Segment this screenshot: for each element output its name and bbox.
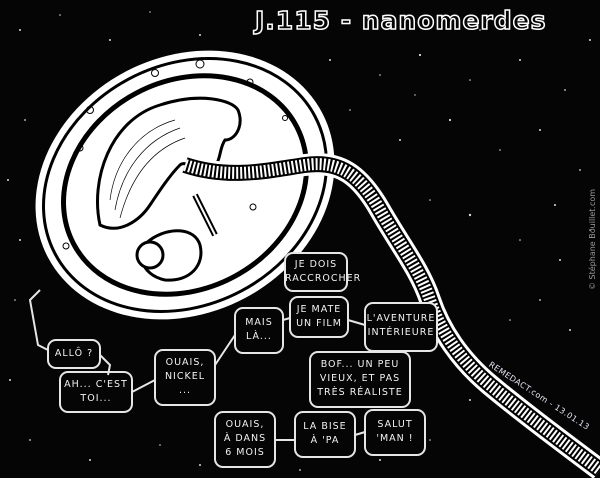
- copyright-notice: © Stéphane Bouillet.com: [588, 188, 597, 290]
- speech-bubbles: [28, 252, 438, 468]
- starfield: [7, 11, 591, 471]
- umbilical-cord: [181, 153, 600, 478]
- bubble-salut-man: Salut 'man !: [376, 419, 414, 444]
- bubble-allo: Allô ?: [54, 348, 94, 359]
- bubble-aventure-interieure: L'aventure intérieure: [366, 313, 436, 338]
- womb: [35, 50, 335, 320]
- embryo: [96, 96, 242, 282]
- bubble-ouais-a-dans-6-mois: Ouais, à dans 6 mois: [223, 419, 267, 458]
- bubble-la-bise-a-pa: La bise à 'pa: [303, 421, 347, 446]
- comic-title: J.115 - nanomerdes: [254, 5, 547, 36]
- bubble-ouais-nickel: Ouais, nickel ...: [164, 357, 206, 396]
- bubble-mais-la: Mais là...: [245, 317, 273, 342]
- bubble-je-mate-un-film: Je mate un film: [296, 304, 342, 329]
- bubble-ah-cest-toi: Ah... c'est toi...: [64, 379, 128, 404]
- bubble-bof-un-peu-vieux: Bof... un peu vieux, et pas très réalist…: [317, 359, 403, 398]
- bubble-je-dois-raccrocher: Je dois raccrocher: [285, 259, 362, 284]
